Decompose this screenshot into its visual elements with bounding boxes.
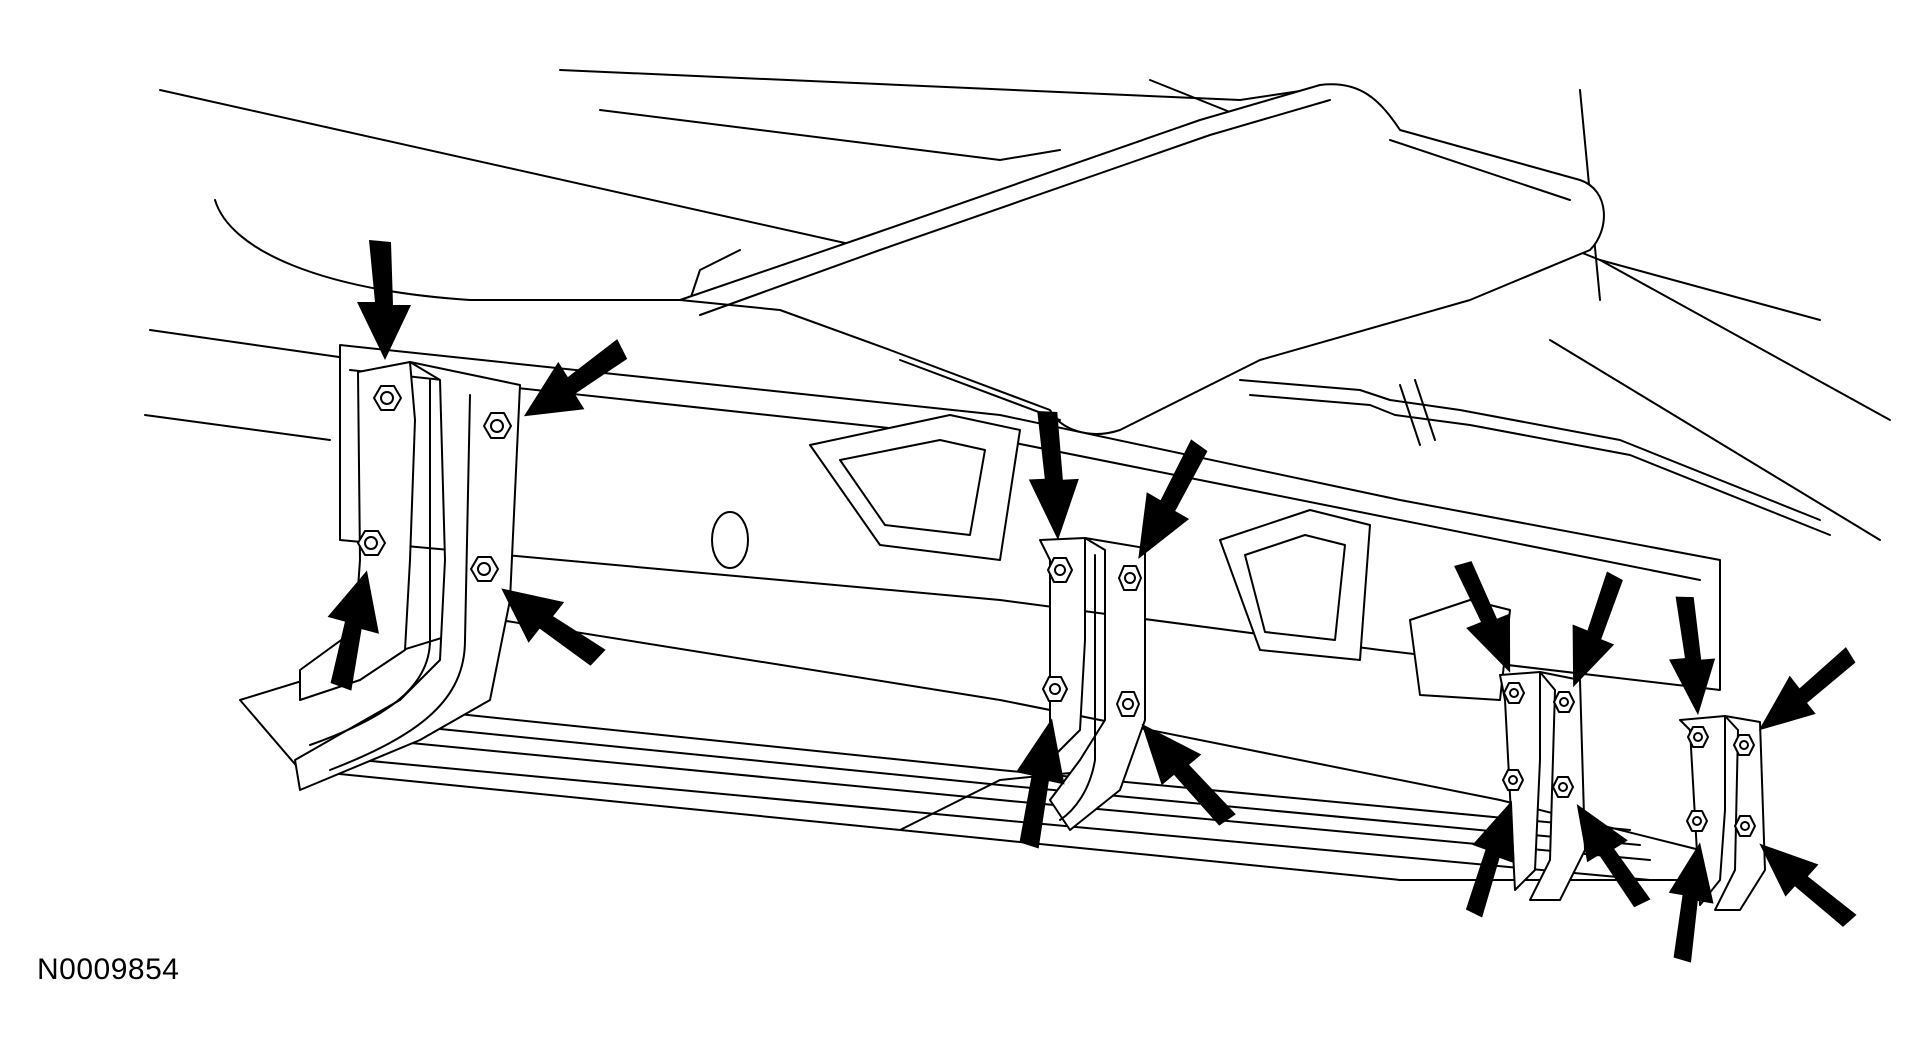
bolt-icon — [483, 412, 512, 439]
arrow-icon — [1759, 843, 1857, 927]
bolt-icon — [1553, 691, 1575, 713]
bolt-icon — [357, 530, 386, 556]
vehicle-underbody — [144, 69, 1891, 881]
underbody-panel — [679, 83, 1605, 435]
bolt-icon — [1503, 682, 1525, 704]
rail-opening — [809, 414, 1021, 561]
bolt-icon — [1116, 691, 1140, 717]
bolt-icon — [1042, 676, 1068, 702]
arrow-icon — [357, 240, 411, 360]
arrow-icon — [501, 588, 606, 666]
bracket-1 — [294, 361, 521, 791]
arrow-icon — [1028, 411, 1079, 541]
bolt-icon — [1502, 769, 1524, 791]
arrow-icon — [1141, 723, 1236, 826]
frame-rail — [339, 344, 1721, 691]
bolt-icon — [1734, 815, 1756, 837]
callout-arrows — [327, 240, 1857, 963]
bolts — [357, 385, 1756, 837]
arrow-icon — [1016, 718, 1065, 849]
arrow-icon — [327, 570, 379, 691]
bolt-icon — [470, 556, 499, 582]
rail-hole — [711, 511, 749, 569]
arrow-icon — [1454, 561, 1511, 673]
bolt-icon — [373, 385, 402, 411]
arrow-icon — [1669, 596, 1716, 716]
bolt-icon — [1733, 734, 1755, 756]
bolt-icon — [1686, 810, 1708, 832]
arrow-icon — [1758, 647, 1856, 731]
figure-id-label: N0009854 — [37, 953, 180, 986]
arrow-icon — [1576, 803, 1651, 908]
arrow-icon — [1572, 571, 1623, 688]
bolt-icon — [1047, 557, 1073, 583]
arrow-icon — [1465, 800, 1515, 918]
arrow-icon — [1138, 439, 1208, 559]
arrow-icon — [1668, 842, 1714, 963]
bolt-icon — [1118, 565, 1142, 591]
rail-opening — [1219, 509, 1371, 661]
bracket-2 — [1039, 537, 1146, 831]
bolt-icon — [1552, 776, 1574, 798]
bolt-icon — [1687, 726, 1709, 748]
arrow-icon — [523, 339, 628, 417]
